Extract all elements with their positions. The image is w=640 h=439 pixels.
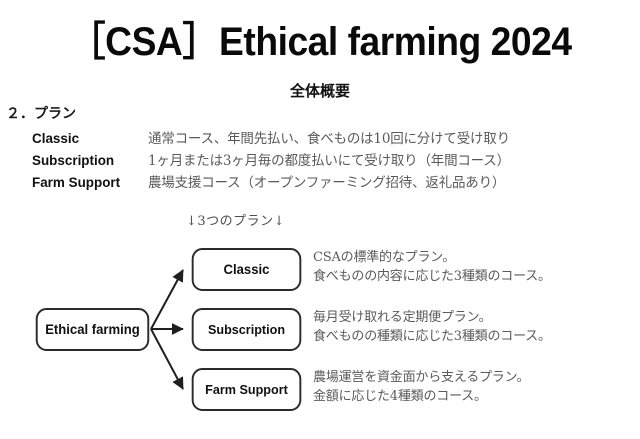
diagram-description-classic: CSAの標準的なプラン。 食べものの内容に応じた3種類のコース。 (313, 248, 551, 286)
plan-term-classic: Classic (32, 130, 80, 146)
diagram-node-classic[interactable]: Classic (191, 248, 302, 291)
description-line: CSAの標準的なプラン。 (313, 250, 456, 265)
plan-definition-list: Classic 通常コース、年間先払い、食べものは10回に分けて受け取り Sub… (32, 128, 632, 194)
plan-term-subscription: Subscription (32, 152, 115, 168)
page-title: ［CSA］Ethical farming 2024 (68, 20, 572, 64)
plan-description-farm-support: 農場支援コース（オープンファーミング招待、返礼品あり） (148, 175, 506, 191)
description-line: 毎月受け取れる定期便プラン。 (313, 310, 492, 325)
arrow-caption: ↓3つのプラン↓ (186, 214, 286, 229)
plan-term-farm-support: Farm Support (32, 174, 121, 190)
description-line: 食べものの内容に応じた3種類のコース。 (313, 269, 551, 284)
diagram-arrows (150, 269, 184, 390)
arrow-root-to-farm-support (150, 328, 184, 390)
plan-flow-diagram: Ethical farming Classic Subscription Far… (0, 240, 640, 425)
description-line: 金額に応じた4種類のコース。 (313, 389, 487, 404)
arrow-root-to-classic (150, 269, 184, 330)
list-item: Farm Support 農場支援コース（オープンファーミング招待、返礼品あり） (32, 172, 632, 194)
section-heading: ２．プラン (6, 106, 76, 122)
description-line: 食べものの種類に応じた3種類のコース。 (313, 329, 551, 344)
list-item: Classic 通常コース、年間先払い、食べものは10回に分けて受け取り (32, 128, 632, 150)
page-subtitle: 全体概要 (289, 82, 350, 100)
diagram-node-ethical-farming[interactable]: Ethical farming (35, 308, 150, 351)
diagram-description-farm-support: 農場運営を資金面から支えるプラン。 金額に応じた4種類のコース。 (313, 368, 530, 406)
diagram-description-subscription: 毎月受け取れる定期便プラン。 食べものの種類に応じた3種類のコース。 (313, 308, 551, 346)
list-item: Subscription 1ヶ月または3ヶ月毎の都度払いにて受け取り（年間コース… (32, 150, 632, 172)
diagram-node-farm-support[interactable]: Farm Support (191, 368, 302, 411)
plan-description-subscription: 1ヶ月または3ヶ月毎の都度払いにて受け取り（年間コース） (148, 153, 510, 169)
plan-description-classic: 通常コース、年間先払い、食べものは10回に分けて受け取り (148, 131, 510, 147)
description-line: 農場運営を資金面から支えるプラン。 (313, 370, 530, 385)
diagram-node-subscription[interactable]: Subscription (191, 308, 302, 351)
